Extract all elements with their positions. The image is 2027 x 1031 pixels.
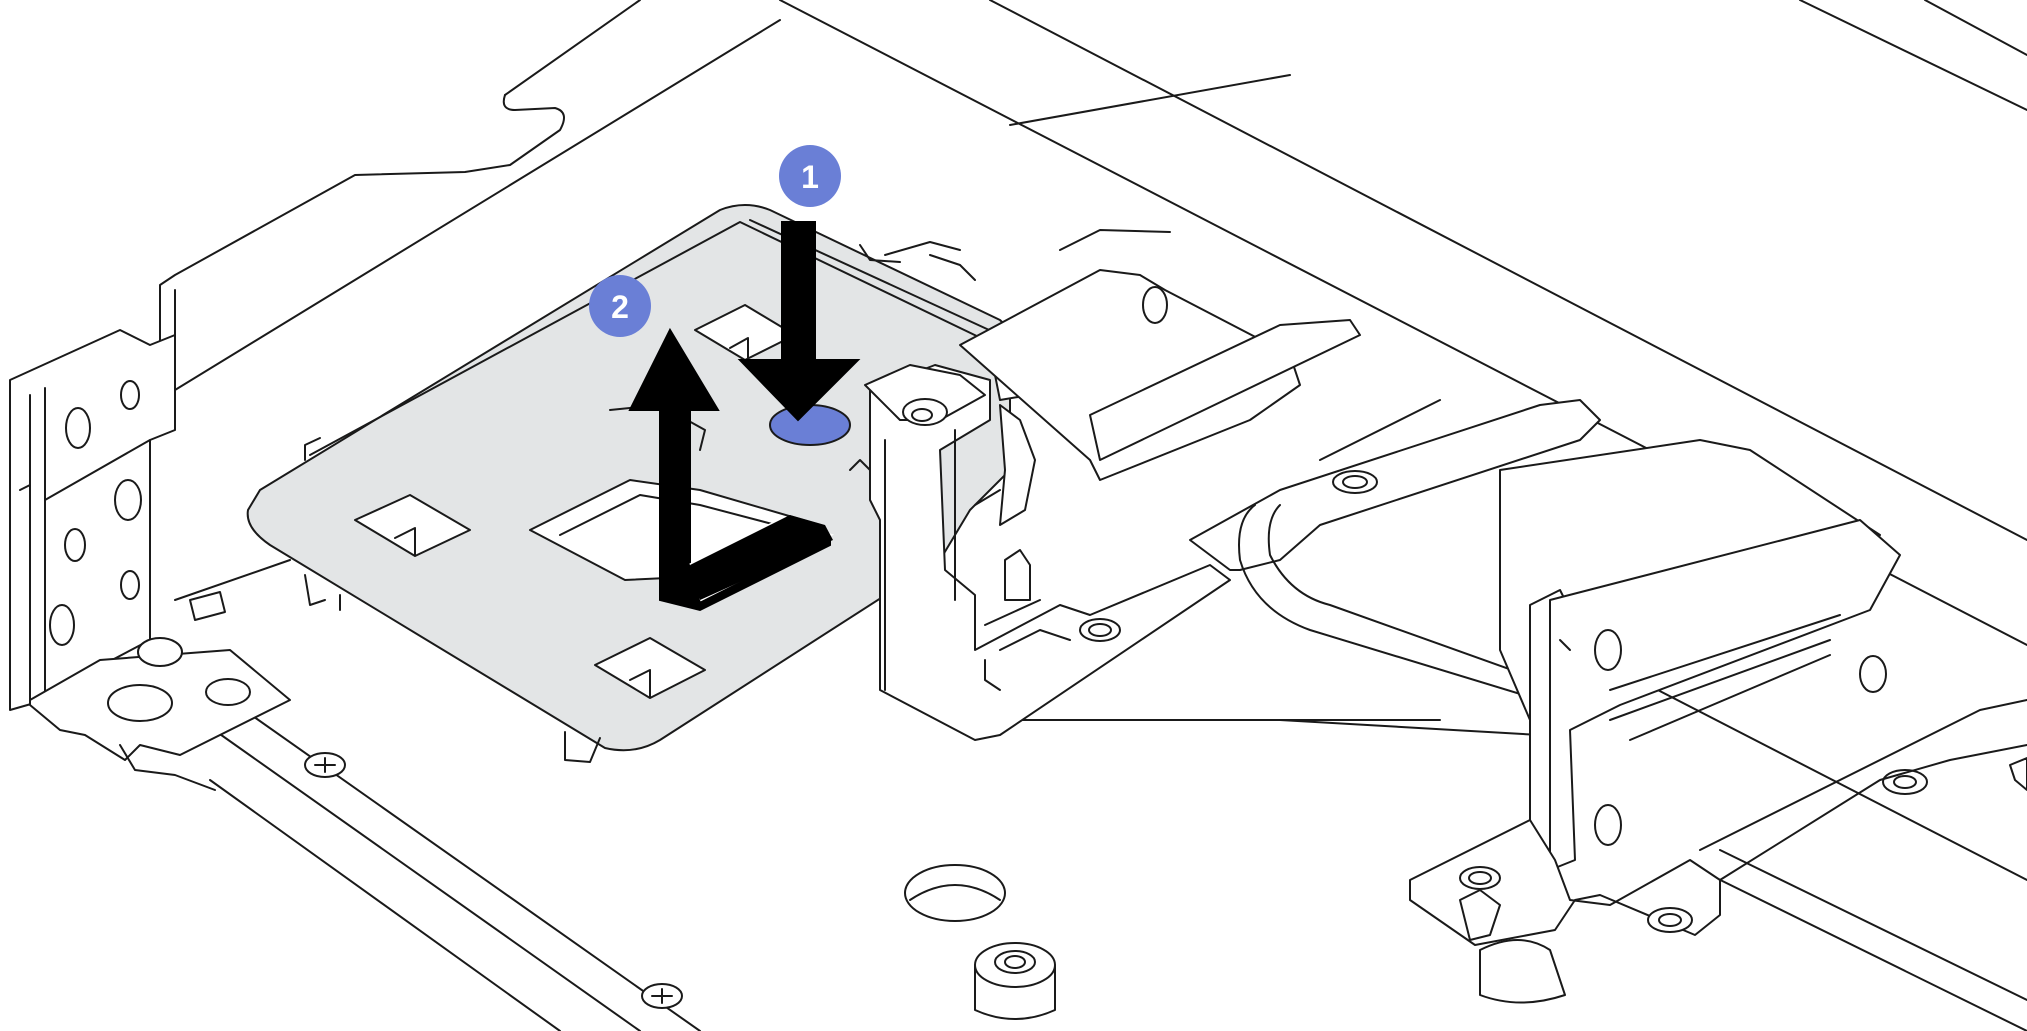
floor-bump <box>1479 939 1566 1004</box>
bracket-hole <box>1594 804 1622 846</box>
screw-hole <box>1459 866 1501 890</box>
standoff <box>107 684 173 722</box>
callout-1-label: 1 <box>801 159 819 195</box>
center-bracket <box>859 229 1361 741</box>
arrow-down-icon <box>737 221 861 422</box>
bracket-hole <box>64 528 86 562</box>
bracket-hole <box>120 380 140 410</box>
callout-2: 2 <box>589 275 651 337</box>
release-pin <box>769 404 851 446</box>
callout-2-label: 2 <box>611 289 629 325</box>
right-hinge-bracket <box>1409 439 2027 1004</box>
bracket-hole <box>49 604 75 646</box>
floor-details <box>904 864 1056 1020</box>
arrow-up-l-icon <box>628 327 835 612</box>
screw-hole <box>1079 618 1121 642</box>
chassis-outline <box>159 0 2027 1031</box>
floor-rail <box>1189 399 1601 701</box>
tray-slot <box>354 494 471 557</box>
bracket-hole <box>1142 286 1168 324</box>
bracket-hole <box>120 570 140 600</box>
screw-hole <box>1647 907 1693 933</box>
tray-slot <box>594 637 706 699</box>
bracket-hole <box>205 678 251 706</box>
phillips-screw-icon <box>304 752 346 778</box>
screw-hole <box>1332 470 1378 494</box>
bracket-hole <box>1594 629 1622 671</box>
left-hinge-bracket <box>9 329 291 791</box>
floor-hole <box>904 864 1006 922</box>
bracket-hole <box>1859 655 1887 693</box>
phillips-screw-icon <box>641 983 683 1009</box>
callout-1: 1 <box>779 145 841 207</box>
bracket-hole <box>114 479 142 521</box>
bracket-hole <box>137 637 183 667</box>
bracket-hole <box>65 407 91 449</box>
